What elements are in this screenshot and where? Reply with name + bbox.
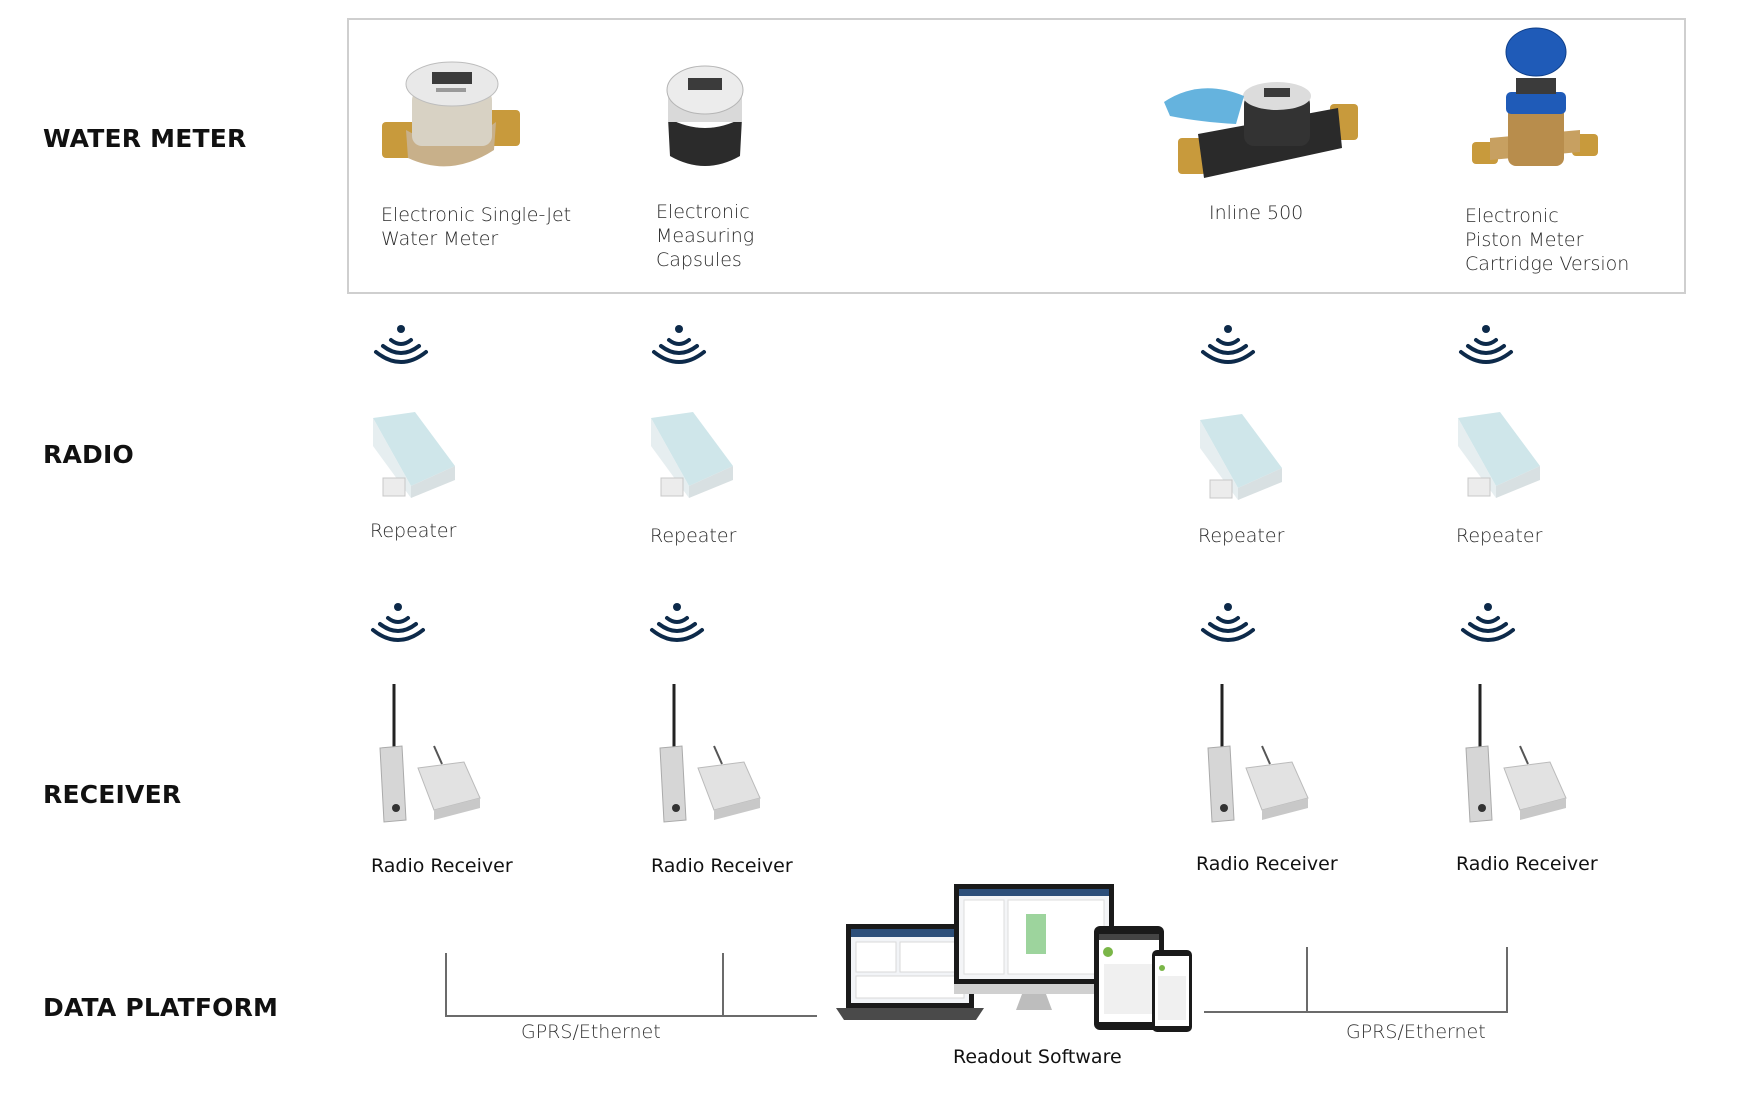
repeater-label: Repeater — [1198, 525, 1285, 547]
connection-label-left: GPRS/Ethernet — [521, 1021, 661, 1043]
wireless-signal-icon — [652, 325, 706, 364]
repeater-label: Repeater — [1456, 525, 1543, 547]
radio-receiver-label: Radio Receiver — [371, 855, 513, 877]
readout-software-label: Readout Software — [953, 1046, 1122, 1068]
single-jet-meter-image — [382, 61, 520, 167]
water-meter-group — [347, 18, 1686, 294]
connector-line — [445, 953, 447, 1017]
radio-receiver-image — [1465, 684, 1567, 823]
connector-line — [722, 953, 724, 1017]
measuring-capsule-image — [666, 65, 744, 166]
connector-line — [1204, 1011, 1508, 1013]
connector-line — [445, 1015, 817, 1017]
readout-software-devices-image — [836, 884, 1192, 1032]
radio-receiver-label: Radio Receiver — [1456, 853, 1598, 875]
repeater-image — [1458, 412, 1540, 498]
repeater-image — [1200, 414, 1282, 500]
wireless-signal-icon — [650, 603, 704, 642]
repeater-label: Repeater — [370, 520, 457, 542]
row-label-data-platform: DATA PLATFORM — [43, 993, 279, 1022]
radio-receiver-image — [379, 684, 481, 823]
radio-receiver-image — [659, 684, 761, 823]
radio-receiver-label: Radio Receiver — [1196, 853, 1338, 875]
inline-500-meter-image — [1164, 82, 1358, 178]
wireless-signal-icon — [371, 603, 425, 642]
wireless-signal-icon — [1461, 603, 1515, 642]
wireless-signal-icon — [1459, 325, 1513, 364]
wireless-signal-icon — [1201, 603, 1255, 642]
wireless-signal-icon — [1201, 325, 1255, 364]
connector-line — [1506, 947, 1508, 1013]
repeater-image — [651, 412, 733, 498]
row-label-receiver: RECEIVER — [43, 780, 182, 809]
radio-receiver-image — [1207, 684, 1309, 823]
repeater-label: Repeater — [650, 525, 737, 547]
meter-caption-3: Inline 500 — [1209, 202, 1304, 224]
wireless-signal-icon — [374, 325, 428, 364]
radio-receiver-label: Radio Receiver — [651, 855, 793, 877]
piston-meter-image — [1472, 27, 1598, 166]
connection-label-right: GPRS/Ethernet — [1346, 1021, 1486, 1043]
connector-line — [1306, 947, 1308, 1013]
row-label-radio: RADIO — [43, 440, 134, 469]
row-label-water-meter: WATER METER — [43, 124, 247, 153]
repeater-image — [373, 412, 455, 498]
